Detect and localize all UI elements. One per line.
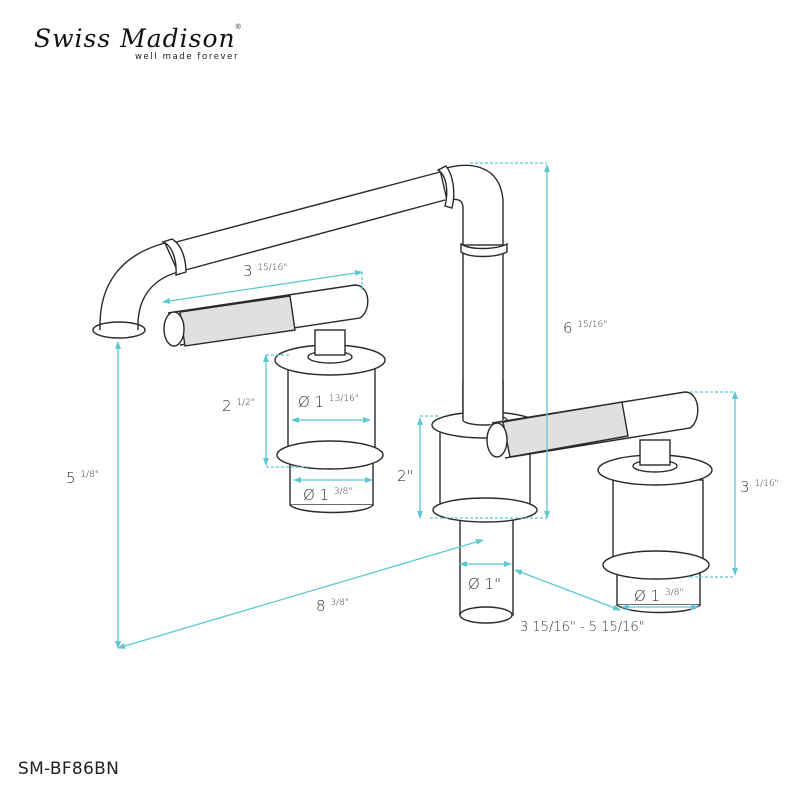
- dim-spout-reach: 8 3/8": [316, 597, 349, 615]
- brand-name: Swiss Madison: [34, 24, 236, 53]
- dim-spout-shank-diameter: Ø 1": [468, 575, 502, 593]
- brand-tagline: well made forever: [135, 52, 240, 62]
- brand-logo: Swiss Madison® well made forever: [34, 24, 241, 62]
- dim-spout-outlet-height: 5 1/8": [66, 469, 99, 487]
- dim-left-shank-diameter: Ø 1 3/8": [303, 486, 353, 504]
- model-number: SM-BF86BN: [18, 759, 120, 779]
- registered-mark: ®: [235, 24, 241, 31]
- dim-handle-spread: 3 15/16" - 5 15/16": [520, 620, 645, 635]
- dim-handle-body-diameter: Ø 1 13/16": [298, 393, 359, 411]
- dim-total-height: 6 15/16": [563, 319, 608, 337]
- dim-handle-body-height: 2 1/2": [222, 397, 255, 415]
- dim-handle-length: 3 15/16": [243, 262, 288, 280]
- dim-right-shank-diameter: Ø 1 3/8": [634, 587, 684, 605]
- dimension-lines: [115, 162, 738, 649]
- dim-spout-base-height: 2": [397, 467, 414, 485]
- spout: [92, 164, 508, 416]
- dim-right-handle-height: 3 1/16": [740, 478, 779, 496]
- right-handle: [486, 391, 713, 614]
- spout-base: [431, 380, 539, 624]
